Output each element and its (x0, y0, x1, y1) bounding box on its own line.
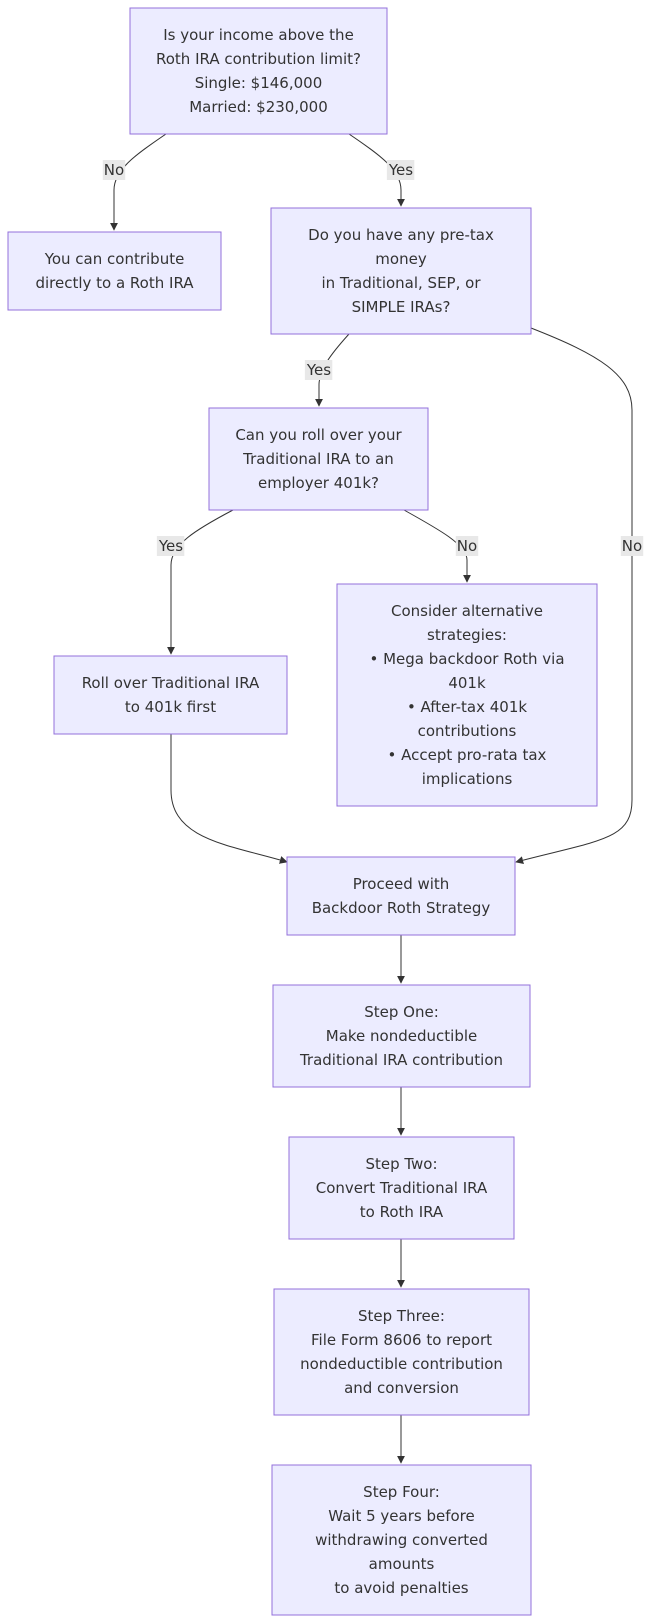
node-text-line: Step Three: (358, 1307, 445, 1325)
node-text-line: to avoid penalties (334, 1579, 468, 1597)
edge-label-text: No (104, 161, 124, 179)
edge-label-income-yes: Yes (386, 160, 415, 180)
node-pretax: Do you have any pre-tax money in Tradition… (270, 207, 532, 335)
node-rollover: Roll over Traditional IRA to 401k first (53, 655, 288, 735)
node-box-alternatives (336, 583, 598, 807)
node-direct: You can contribute directly to a Roth IRA (7, 231, 222, 311)
edge-label-rollover-no: No (455, 536, 479, 556)
edge-rollover-no (403, 509, 471, 583)
node-text-line: Make nondeductible (326, 1027, 477, 1045)
node-text-line: Wait 5 years before (328, 1507, 475, 1525)
node-text-line: Proceed with (353, 875, 450, 893)
edge-rollover-out (170, 734, 288, 864)
edge-label-background (304, 360, 333, 380)
node-text-line: Single: $146,000 (195, 74, 323, 92)
edge-label-background (455, 536, 479, 556)
node-text-line: • Accept pro-rata tax (388, 746, 547, 764)
node-box-step-three (273, 1288, 530, 1416)
node-text-line: Can you roll over your (235, 426, 402, 444)
node-text-line: directly to a Roth IRA (35, 274, 194, 292)
node-text-line: Do you have any pre-tax (308, 226, 494, 244)
edge-label-text: Yes (158, 537, 183, 555)
edge-label-background (102, 160, 126, 180)
node-text-line: SIMPLE IRAs? (352, 298, 451, 316)
node-box-income (129, 7, 388, 135)
edge-pretax-no (515, 327, 633, 865)
edge-label-income-no: No (102, 160, 126, 180)
edge-label-text: Yes (388, 161, 413, 179)
edge-label-rollover-yes: Yes (156, 536, 185, 556)
node-box-step-four (271, 1464, 532, 1616)
edge-label-background (156, 536, 185, 556)
edge-label-text: Yes (306, 361, 331, 379)
node-text-line: Traditional IRA to an (242, 450, 394, 468)
node-box-pretax (270, 207, 532, 335)
node-box-rollover (53, 655, 288, 735)
node-text-line: contributions (418, 722, 517, 740)
node-text-line: Consider alternative (391, 602, 543, 620)
node-text-line: Step Four: (363, 1483, 440, 1501)
node-text-line: Step One: (364, 1003, 439, 1021)
node-text-line: employer 401k? (258, 474, 379, 492)
node-text-line: Married: $230,000 (189, 98, 328, 116)
node-text-line: nondeductible contribution (300, 1355, 503, 1373)
node-text-line: Roth IRA contribution limit? (156, 50, 361, 68)
node-text-line: Convert Traditional IRA (316, 1179, 488, 1197)
node-text-line: and conversion (344, 1379, 459, 1397)
node-text-line: Is your income above the (163, 26, 354, 44)
edge-label-background (620, 536, 644, 556)
node-text-line: Traditional IRA contribution (299, 1051, 503, 1069)
node-text-line: Step Two: (365, 1155, 437, 1173)
node-alternatives: Consider alternative strategies: • Mega ba… (336, 583, 598, 807)
edge-label-pretax-no: No (620, 536, 644, 556)
node-step-two: Step Two: Convert Traditional IRA to Roth … (288, 1136, 515, 1240)
node-text-line: implications (422, 770, 513, 788)
node-box-step-one (272, 984, 531, 1088)
node-text-line: in Traditional, SEP, or (321, 274, 481, 292)
node-text-line: You can contribute (44, 250, 185, 268)
node-box-direct (7, 231, 222, 311)
node-text-line: Backdoor Roth Strategy (312, 899, 491, 917)
node-step-four: Step Four: Wait 5 years before withdrawing… (271, 1464, 532, 1616)
node-text-line: withdrawing converted (315, 1531, 488, 1549)
edge-rollover-yes (167, 509, 234, 655)
node-text-line: strategies: (427, 626, 507, 644)
edge-label-background (386, 160, 415, 180)
edge-label-pretax-yes: Yes (304, 360, 333, 380)
node-step-three: Step Three: File Form 8606 to report nonde… (273, 1288, 530, 1416)
node-box-proceed (286, 856, 516, 936)
node-box-rollover-q (208, 407, 429, 511)
node-text-line: money (375, 250, 427, 268)
node-text-line: to Roth IRA (360, 1203, 444, 1221)
edge-income-no (110, 133, 167, 231)
edge-label-text: No (457, 537, 477, 555)
edge-label-text: No (622, 537, 642, 555)
node-box-step-two (288, 1136, 515, 1240)
node-text-line: • Mega backdoor Roth via (369, 650, 564, 668)
node-text-line: File Form 8606 to report (311, 1331, 492, 1349)
node-text-line: 401k (448, 674, 486, 692)
node-text-line: to 401k first (125, 698, 216, 716)
node-text-line: Roll over Traditional IRA (82, 674, 260, 692)
node-text-line: amounts (369, 1555, 435, 1573)
node-text-line: • After-tax 401k (407, 698, 527, 716)
